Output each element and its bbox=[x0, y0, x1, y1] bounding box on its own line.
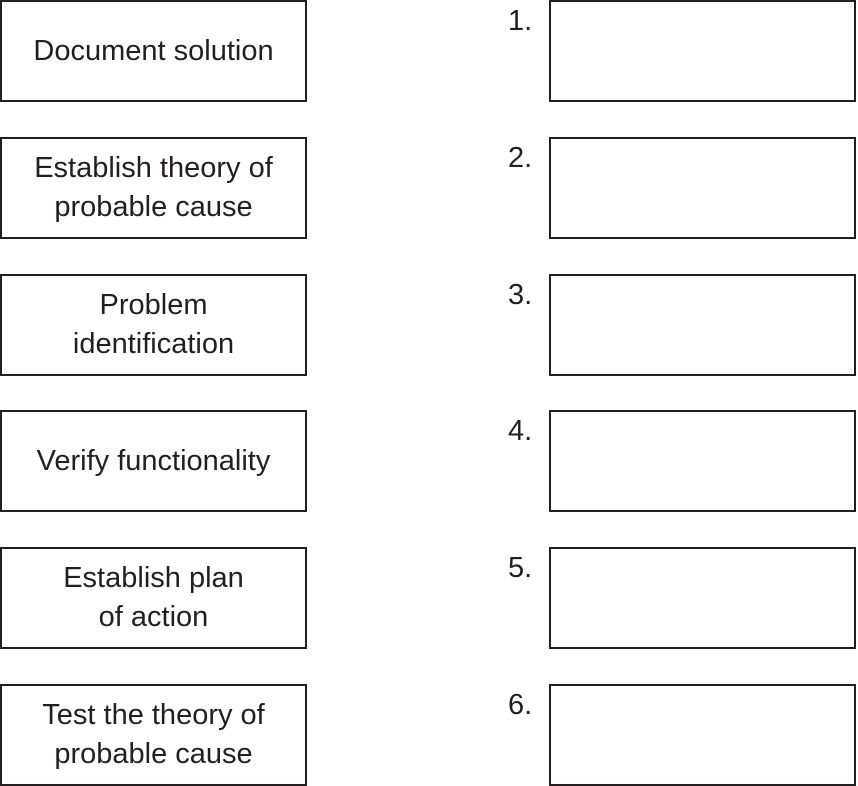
step-label: Document solution bbox=[33, 34, 274, 67]
slot-number-1: 1. bbox=[508, 5, 533, 37]
step-card-document-solution[interactable]: Document solution bbox=[0, 0, 307, 102]
answer-slot-4[interactable] bbox=[549, 410, 856, 512]
answer-slot-5[interactable] bbox=[549, 547, 856, 649]
slot-number-6: 6. bbox=[508, 689, 533, 721]
step-card-verify-functionality[interactable]: Verify functionality bbox=[0, 410, 307, 512]
slot-number-3: 3. bbox=[508, 279, 533, 311]
answer-slot-3[interactable] bbox=[549, 274, 856, 376]
slot-number-2: 2. bbox=[508, 142, 533, 174]
step-card-test-theory[interactable]: Test the theory of probable cause bbox=[0, 684, 307, 786]
step-label: Verify functionality bbox=[36, 444, 271, 477]
step-label: Test the theory of probable cause bbox=[42, 699, 265, 770]
step-label: Establish theory of probable cause bbox=[34, 152, 273, 223]
answer-slot-2[interactable] bbox=[549, 137, 856, 239]
step-label: Problem identification bbox=[72, 289, 235, 360]
step-card-establish-plan[interactable]: Establish plan of action bbox=[0, 547, 307, 649]
answer-slot-1[interactable] bbox=[549, 0, 856, 102]
answer-slot-6[interactable] bbox=[549, 684, 856, 786]
step-card-problem-identification[interactable]: Problem identification bbox=[0, 274, 307, 376]
step-label: Establish plan of action bbox=[63, 562, 244, 633]
slot-number-4: 4. bbox=[508, 415, 533, 447]
slot-number-5: 5. bbox=[508, 552, 533, 584]
step-card-establish-theory[interactable]: Establish theory of probable cause bbox=[0, 137, 307, 239]
